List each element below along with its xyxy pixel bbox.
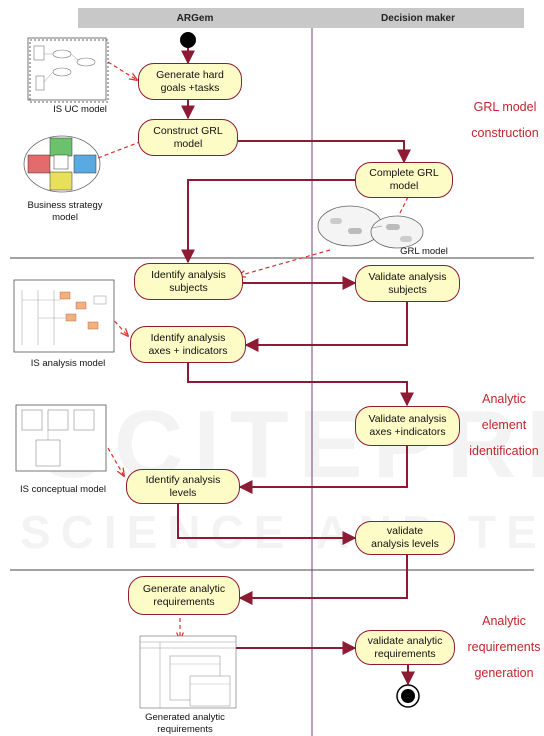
dashed-uc-to-generate <box>107 61 137 80</box>
label-is-analysis-model: IS analysis model <box>30 358 106 369</box>
is-uc-model-thumbnail <box>27 37 109 103</box>
dashed-grl-to-subjects <box>238 249 331 276</box>
dashed-bs-to-construct <box>97 135 158 159</box>
business-strategy-thumbnail <box>23 135 101 193</box>
dashed-conceptual-to-levels <box>107 447 124 476</box>
label-business-strategy-model: Business strategy model <box>27 200 103 223</box>
watermark-line2: SCIENCE AND TECHNOLOGY <box>20 505 544 559</box>
lane-header-decision-maker: Decision maker <box>312 8 524 28</box>
flow-complete-to-identify-subjects <box>181 179 355 264</box>
end-node-inner <box>401 689 415 703</box>
flow-validate-levels-to-generate-req <box>238 555 408 605</box>
flow-validate-subjects-to-axes <box>244 302 408 352</box>
watermark-line1: SCITEPRESS <box>40 390 544 500</box>
flow-validate-axes-to-levels <box>238 445 408 494</box>
is-conceptual-model-thumbnail <box>15 404 107 472</box>
phase-requirements-generation: Analytic requirements generation <box>467 614 541 680</box>
flow-axes-to-validate-axes <box>187 363 414 407</box>
phase-element-identification: Analytic element identification <box>469 392 539 458</box>
flow-levels-to-validate-levels <box>177 503 357 545</box>
generated-requirements-thumbnail <box>139 635 237 709</box>
label-is-conceptual-model: IS conceptual model <box>19 484 107 495</box>
dashed-complete-to-grl <box>394 196 409 225</box>
flow-construct-to-complete <box>238 140 411 164</box>
phase-grl-construction: GRL model construction <box>471 100 539 140</box>
grl-model-thumbnail <box>317 205 424 249</box>
label-grl-model: GRL model <box>400 246 448 257</box>
label-generated-requirements: Generated analytic requirements <box>145 712 225 735</box>
lane-header-argem: ARGem <box>78 8 312 28</box>
start-node <box>180 32 196 48</box>
label-is-uc-model: IS UC model <box>53 104 107 115</box>
dashed-analysis-to-axes <box>109 315 128 336</box>
is-analysis-model-thumbnail <box>13 279 115 353</box>
